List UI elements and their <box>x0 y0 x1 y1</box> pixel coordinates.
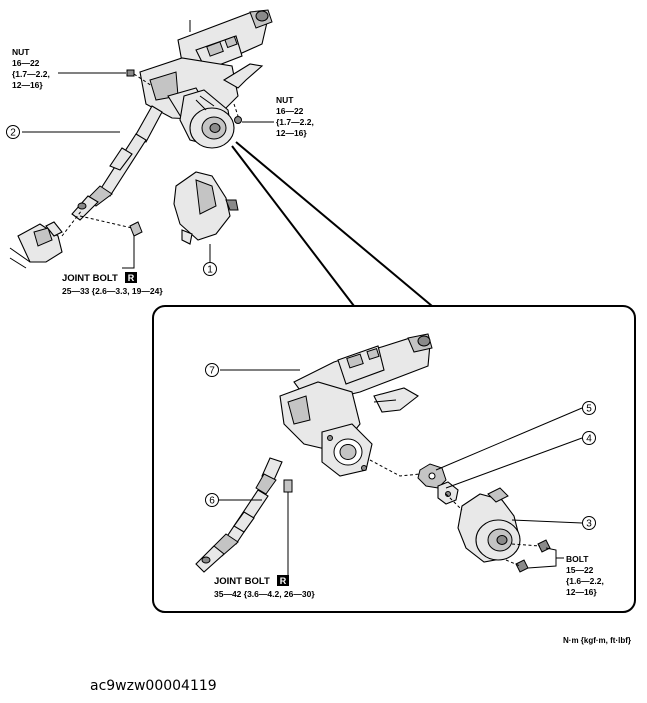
joint-bolt-bottom-label: JOINT BOLT R 35—42 {3.6—4.2, 26—30} <box>214 575 315 599</box>
callout-6: 6 <box>205 493 219 507</box>
callout-7: 7 <box>205 363 219 377</box>
svg-text:12—16}: 12—16} <box>12 80 43 90</box>
svg-text:BOLT: BOLT <box>566 554 589 564</box>
svg-text:1: 1 <box>207 265 213 276</box>
nut-left-part <box>126 69 135 77</box>
intermediate-shaft-detail <box>195 457 283 573</box>
figure-id: ac9wzw00004119 <box>90 678 217 694</box>
steering-column-detail <box>279 333 433 477</box>
callout-2: 2 <box>6 125 20 139</box>
joint-bolt-top-part <box>129 221 143 237</box>
svg-text:25—33 {2.6—3.3, 19—24}: 25—33 {2.6—3.3, 19—24} <box>62 286 163 296</box>
svg-text:16—22: 16—22 <box>12 58 40 68</box>
power-assist-motor <box>457 487 521 563</box>
svg-text:{1.7—2.2,: {1.7—2.2, <box>12 69 50 79</box>
coupler-4 <box>437 481 459 505</box>
svg-text:JOINT BOLT: JOINT BOLT <box>62 273 118 284</box>
svg-text:R: R <box>280 576 287 586</box>
svg-text:6: 6 <box>209 496 215 507</box>
svg-text:{1.6—2.2,: {1.6—2.2, <box>566 576 604 586</box>
nut-right-label: NUT 16—22 {1.7—2.2, 12—16} <box>276 95 314 138</box>
steering-gear-input <box>9 221 63 269</box>
nut-left-label: NUT 16—22 {1.7—2.2, 12—16} <box>12 47 50 90</box>
svg-text:4: 4 <box>586 434 592 445</box>
svg-text:12—16}: 12—16} <box>276 128 307 138</box>
nut-right-part <box>234 116 242 124</box>
detail-frame <box>152 305 636 613</box>
svg-text:2: 2 <box>10 128 16 139</box>
svg-text:NUT: NUT <box>276 95 294 105</box>
callout-5: 5 <box>582 401 596 415</box>
svg-text:7: 7 <box>209 366 215 377</box>
svg-text:{1.7—2.2,: {1.7—2.2, <box>276 117 314 127</box>
column-cover <box>173 171 239 245</box>
steering-column-upper <box>139 9 273 149</box>
joint-bolt-top-label: JOINT BOLT R 25—33 {2.6—3.3, 19—24} <box>62 272 163 296</box>
svg-text:JOINT BOLT: JOINT BOLT <box>214 576 270 587</box>
svg-text:NUT: NUT <box>12 47 30 57</box>
intermediate-shaft-upper <box>71 105 163 221</box>
callout-3: 3 <box>582 516 596 530</box>
bolt-lower-part <box>515 559 529 573</box>
svg-text:3: 3 <box>586 519 592 530</box>
svg-text:R: R <box>128 273 135 283</box>
svg-text:12—16}: 12—16} <box>566 587 597 597</box>
callout-1: 1 <box>203 262 217 276</box>
units-note: N·m {kgf·m, ft·lbf} <box>563 636 631 645</box>
svg-text:16—22: 16—22 <box>276 106 304 116</box>
svg-text:15—22: 15—22 <box>566 565 594 575</box>
bolt-label: BOLT 15—22 {1.6—2.2, 12—16} <box>566 554 604 597</box>
bolt-upper-part <box>537 539 551 553</box>
callout-4: 4 <box>582 431 596 445</box>
svg-text:5: 5 <box>586 404 592 415</box>
joint-bolt-detail-part <box>283 479 293 570</box>
svg-text:35—42 {3.6—4.2, 26—30}: 35—42 {3.6—4.2, 26—30} <box>214 589 315 599</box>
